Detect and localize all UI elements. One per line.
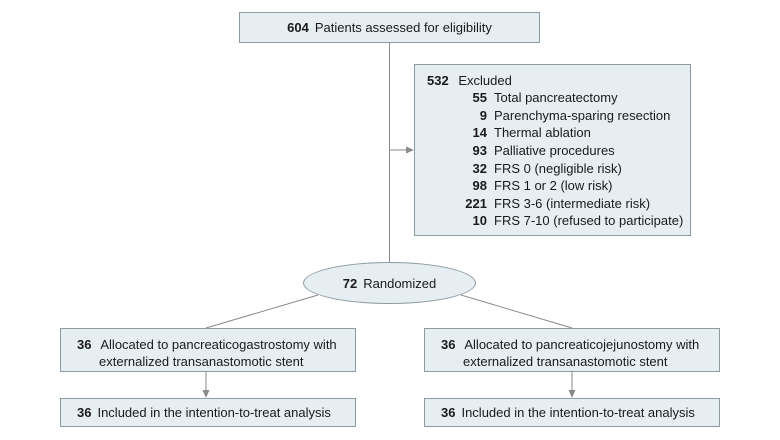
exclusion-reason: 93 Palliative procedures [427,142,690,160]
allocation-line-1: 36 Allocated to pancreaticojejunostomy w… [441,336,719,353]
allocation-line-2: externalized transanastomotic stent [99,354,304,369]
exclusion-count: 98 [472,178,487,194]
exclusion-count: 93 [472,143,487,159]
exclusion-label: FRS 1 or 2 (low risk) [494,178,613,194]
assessed-box: 604 Patients assessed for eligibility [239,12,540,43]
allocation-count: 36 [77,337,92,352]
exclusion-label: FRS 0 (negligible risk) [494,160,622,176]
randomized-ellipse: 72 Randomized [303,262,476,304]
exclusion-count: 9 [479,107,487,123]
analysis-label: Included in the intention-to-treat analy… [461,405,695,420]
exclusion-count: 14 [472,125,487,141]
analysis-box-gastrostomy: 36 Included in the intention-to-treat an… [60,398,356,427]
exclusion-label: Palliative procedures [494,143,615,159]
analysis-label: Included in the intention-to-treat analy… [97,405,331,420]
exclusion-count: 10 [472,213,487,229]
allocation-label: Allocated to pancreaticogastrostomy with [100,337,337,352]
analysis-count: 36 [77,405,92,420]
allocation-count: 36 [441,337,456,352]
allocation-box-gastrostomy: 36 Allocated to pancreaticogastrostomy w… [60,328,356,372]
exclusion-count: 221 [465,195,487,211]
randomized-to-left-arm-line [205,294,319,329]
randomized-label: Randomized [363,275,437,291]
excluded-label: Excluded [458,73,512,88]
arrow-to-right-analysis-icon [568,390,576,398]
exclusion-reason: 14 Thermal ablation [427,124,690,142]
exclusion-reason: 10 FRS 7-10 (refused to participate) [427,212,690,230]
exclusion-reason: 55 Total pancreatectomy [427,89,690,107]
analysis-count: 36 [441,405,456,420]
exclusion-reason: 98 FRS 1 or 2 (low risk) [427,177,690,195]
randomized-to-right-arm-line [460,294,573,329]
assessed-count: 604 [287,20,309,35]
exclusion-count: 32 [472,160,487,176]
excluded-box: 532 Excluded 55 Total pancreatectomy 9 P… [414,64,691,236]
analysis-box-jejunostomy: 36 Included in the intention-to-treat an… [424,398,720,427]
exclusion-reason: 32 FRS 0 (negligible risk) [427,159,690,177]
allocation-label: Allocated to pancreaticojejunostomy with [464,337,700,352]
arrow-to-excluded-icon [406,146,414,154]
exclusion-label: FRS 3-6 (intermediate risk) [494,195,651,211]
exclusion-reason: 9 Parenchyma-sparing resection [427,107,690,125]
arrow-to-left-analysis-icon [202,390,210,398]
allocation-line-2: externalized transanastomotic stent [463,354,668,369]
randomized-count: 72 [342,275,358,291]
allocation-box-jejunostomy: 36 Allocated to pancreaticojejunostomy w… [424,328,720,372]
exclusion-label: Parenchyma-sparing resection [494,107,671,123]
exclusion-label: Thermal ablation [494,125,591,141]
exclusion-label: Total pancreatectomy [494,90,618,106]
exclusion-reason: 221 FRS 3-6 (intermediate risk) [427,195,690,213]
exclusion-count: 55 [472,90,487,106]
exclusion-label: FRS 7-10 (refused to participate) [494,213,684,229]
allocation-line-1: 36 Allocated to pancreaticogastrostomy w… [77,336,355,353]
excluded-count: 532 [427,73,449,88]
assessed-label: Patients assessed for eligibility [314,20,492,35]
excluded-header: 532 Excluded [427,72,690,89]
